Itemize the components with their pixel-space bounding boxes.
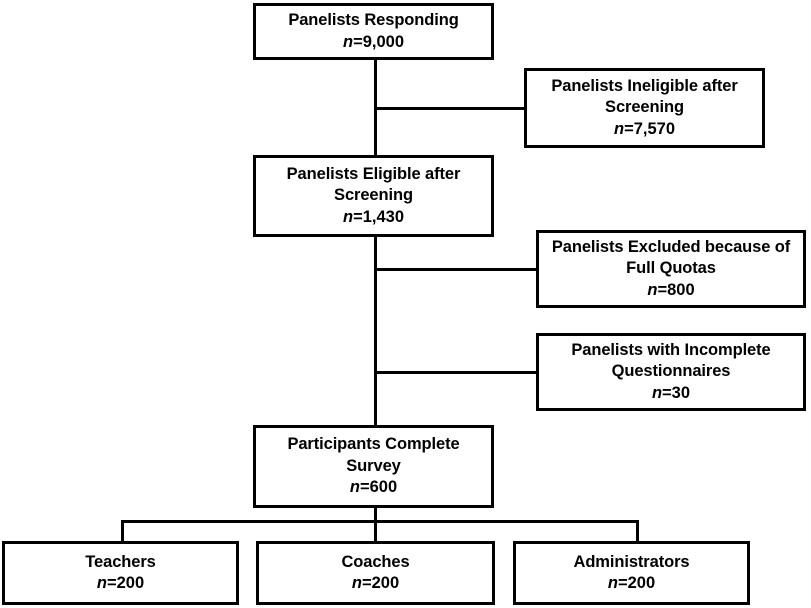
connector-to-incomplete [374,371,538,374]
node-teachers: Teachers n=200 [2,541,239,605]
node-label-line: Panelists with Incomplete [571,340,771,359]
node-label-line: Participants Complete [287,435,460,454]
count-value: =200 [361,574,400,592]
node-label-line: Teachers [85,552,156,571]
connector-to-full-quotas [374,268,538,271]
connector-distributor-bar [121,520,639,523]
node-label-line: Panelists Eligible after [286,164,461,183]
connector-drop-administrators [636,520,639,543]
node-count: n=7,570 [614,119,675,140]
connector-participants-down [374,508,377,523]
count-symbol: n [647,280,658,299]
connector-drop-coaches [374,520,377,543]
count-value: =7,570 [624,119,676,138]
node-label-line: Survey [346,456,401,475]
node-label-line: Panelists Ineligible after [551,76,738,95]
node-label-line: Panelists Excluded because of [551,237,791,256]
node-count: n=800 [647,280,694,301]
node-count: n=200 [608,573,655,594]
connector-trunk-main [374,60,377,425]
node-label-line: Screening [605,98,684,117]
count-symbol: n [607,574,618,592]
node-administrators: Administrators n=200 [513,541,750,605]
node-panelists-eligible: Panelists Eligible after Screening n=1,4… [253,155,494,237]
count-value: =800 [657,280,695,299]
node-count: n=1,430 [343,207,404,228]
count-symbol: n [342,207,354,226]
node-count: n=30 [652,383,690,404]
count-symbol: n [651,383,663,402]
node-participants-complete: Participants Complete Survey n=600 [253,425,494,508]
node-coaches: Coaches n=200 [256,541,495,605]
count-symbol: n [613,119,625,138]
node-panelists-incomplete: Panelists with Incomplete Questionnaires… [536,333,806,411]
count-symbol: n [349,478,360,497]
node-panelists-ineligible: Panelists Ineligible after Screening n=7… [524,68,765,148]
node-count: n=200 [97,573,144,594]
count-value: =200 [106,574,145,592]
node-panelists-excluded-quotas: Panelists Excluded because of Full Quota… [536,230,806,308]
node-label-line: Coaches [341,552,410,571]
count-value: =30 [662,383,691,402]
node-label-line: Panelists Responding [288,11,459,30]
count-value: =1,430 [353,207,405,226]
count-symbol: n [342,32,354,51]
count-value: =600 [359,478,398,497]
node-panelists-responding: Panelists Responding n=9,000 [253,3,494,60]
count-symbol: n [96,574,107,592]
node-label-line: Questionnaires [611,362,731,381]
node-count: n=9,000 [343,32,404,53]
node-label-line: Administrators [573,552,690,571]
count-symbol: n [351,574,362,592]
node-label-line: Screening [334,186,413,205]
node-count: n=600 [350,477,397,498]
connector-drop-teachers [121,520,124,543]
node-label-line: Full Quotas [626,259,716,278]
count-value: =200 [617,574,656,592]
connector-to-ineligible [374,107,526,110]
count-value: =9,000 [353,32,405,51]
node-count: n=200 [352,573,399,594]
